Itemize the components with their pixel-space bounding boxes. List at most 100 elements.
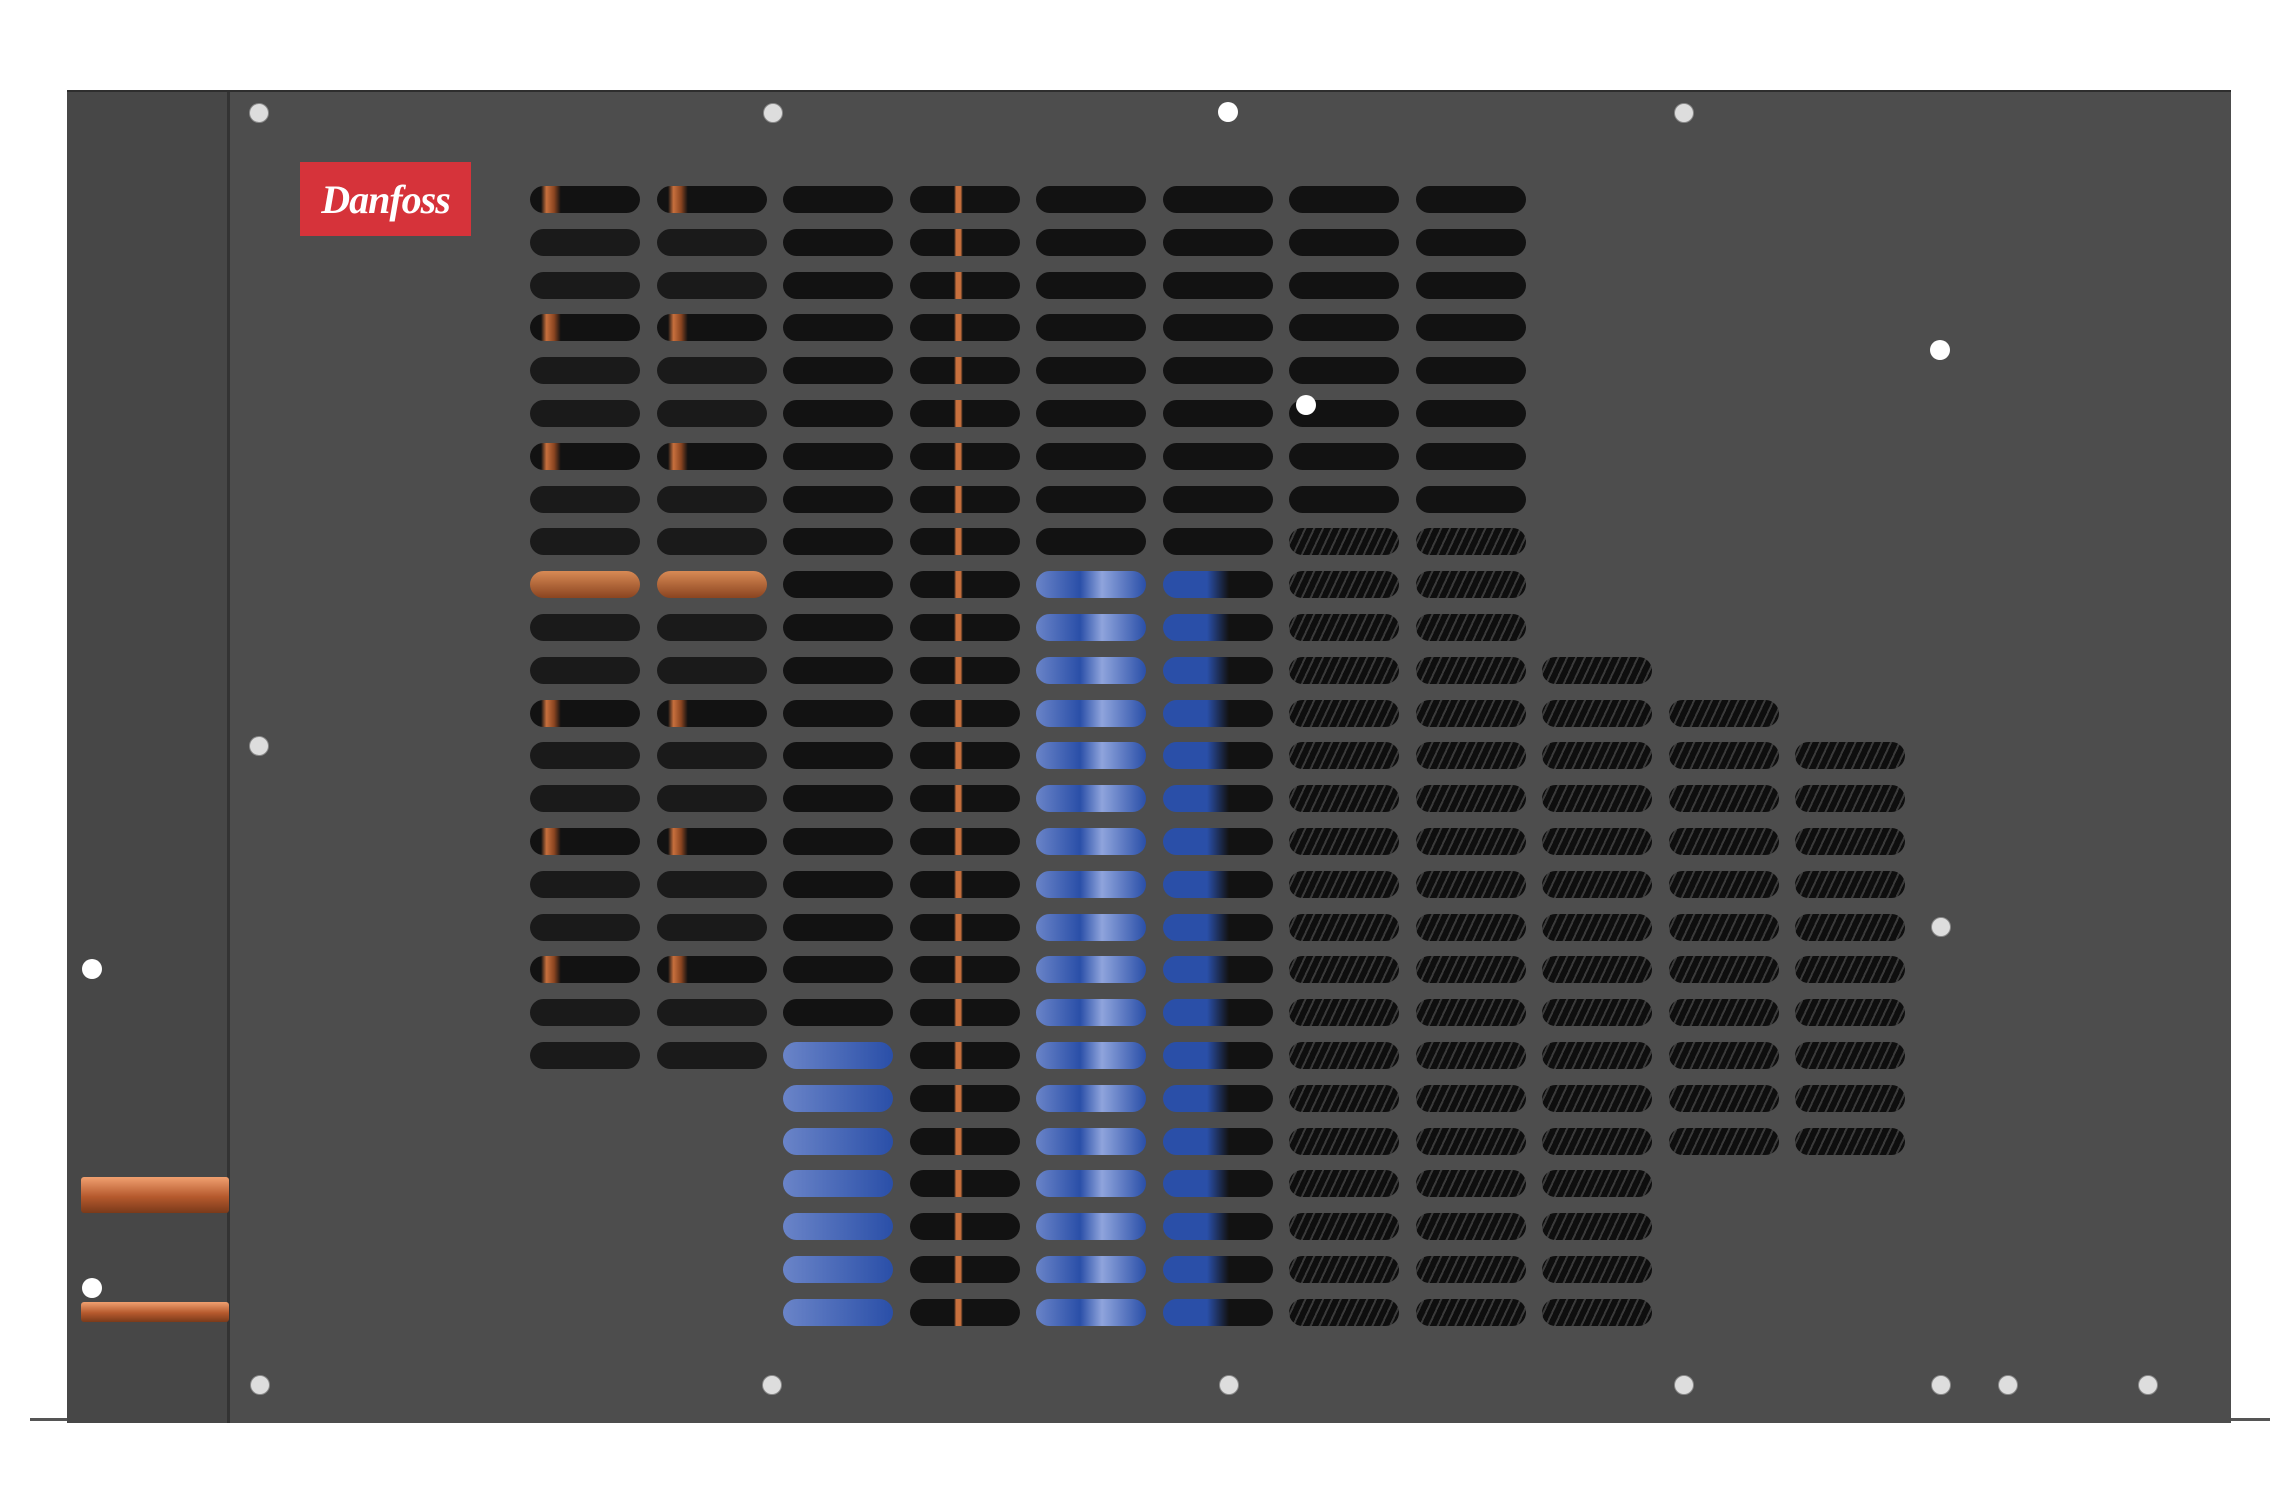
grille-slot [909,1042,1020,1069]
grille-slot [1542,1256,1652,1283]
grille-slot [1542,1084,1652,1112]
grille-slot [1036,1298,1146,1326]
grille-slot [1668,956,1779,984]
grille-slot [1415,485,1526,513]
grille-slot [1036,956,1146,984]
grille-slot [1668,1127,1779,1155]
grille-slot [909,228,1020,256]
grille-slot [1036,656,1146,684]
grille-slot [1162,742,1273,770]
grille-slot [1542,870,1652,898]
grille-slot [1036,913,1146,941]
grille-slot [783,913,893,941]
grille-slot [1795,828,1905,855]
grille-slot [909,528,1020,556]
grille-slot [1415,442,1526,470]
grille-slot [1542,1042,1652,1069]
grille-slot [909,1298,1020,1326]
grille-slot [1542,828,1652,855]
grille-slot [1162,1127,1273,1155]
grille-slot [909,1213,1020,1241]
mounting-hole [82,959,102,979]
grille-slot [1162,1084,1273,1112]
grille-slot [1289,186,1399,213]
grille-slot [783,1298,893,1326]
grille-slot [1668,828,1779,855]
grille-slot [909,956,1020,984]
copper-pipe-lower [81,1302,229,1322]
grille-slot [1162,1256,1273,1283]
grille-slot [1415,271,1526,299]
mounting-hole [82,1278,102,1298]
grille-slot [656,828,767,855]
grille-slot [656,699,767,727]
grille-slot [656,400,767,427]
grille-slot [1036,228,1146,256]
grille-slot [909,357,1020,385]
grille-slot [1289,742,1399,770]
grille-slot [1162,485,1273,513]
grille-slot [783,614,893,641]
grille-slot [909,614,1020,641]
grille-slot [783,228,893,256]
grille-slot [1415,656,1526,684]
grille-slot [1668,870,1779,898]
grille-slot [656,186,767,213]
grille-slot [783,1127,893,1155]
grille-slot [909,870,1020,898]
grille-slot [1036,614,1146,641]
grille-slot [656,656,767,684]
grille-slot [783,656,893,684]
grille-slot [1036,699,1146,727]
grille-slot [1542,699,1652,727]
grille-slot [656,1042,767,1069]
grille-slot [1415,314,1526,342]
grille-slot [1036,742,1146,770]
grille-slot [1795,785,1905,813]
grille-slot [1036,485,1146,513]
mounting-hole [1296,395,1316,415]
grille-slot [1415,186,1526,213]
grille-slot [1289,357,1399,385]
grille-slot [530,442,640,470]
grille-slot [1162,956,1273,984]
grille-slot [909,1084,1020,1112]
grille-slot [783,699,893,727]
grille-slot [1036,785,1146,813]
grille-slot [1162,186,1273,213]
grille-slot [530,828,640,855]
grille-slot [1415,913,1526,941]
grille-slot [1036,357,1146,385]
grille-slot [909,1127,1020,1155]
mounting-hole [1218,102,1238,122]
grille-slot [1162,1213,1273,1241]
screw-icon [762,1375,782,1395]
grille-slot [1795,1127,1905,1155]
grille-slot [1162,271,1273,299]
screw-icon [249,736,269,756]
screw-icon [250,1375,270,1395]
grille-slot [1795,870,1905,898]
grille-slot [1036,314,1146,342]
grille-slot [1542,1213,1652,1241]
grille-slot [1036,1256,1146,1283]
grille-slot [1162,357,1273,385]
grille-slot [909,186,1020,213]
grille-slot [1162,1042,1273,1069]
grille-slot [656,528,767,556]
grille-slot [1036,186,1146,213]
grille-slot [530,999,640,1027]
screw-icon [2138,1375,2158,1395]
screw-icon [1674,103,1694,123]
grille-slot [909,400,1020,427]
grille-slot [1162,1170,1273,1198]
grille-slot [1542,1127,1652,1155]
grille-slot [783,400,893,427]
grille-slot [656,870,767,898]
grille-slot [530,1042,640,1069]
grille-slot [530,485,640,513]
grille-slot [1289,1256,1399,1283]
grille-slot [1542,785,1652,813]
grille-slot [783,828,893,855]
copper-pipe-upper [81,1177,229,1213]
